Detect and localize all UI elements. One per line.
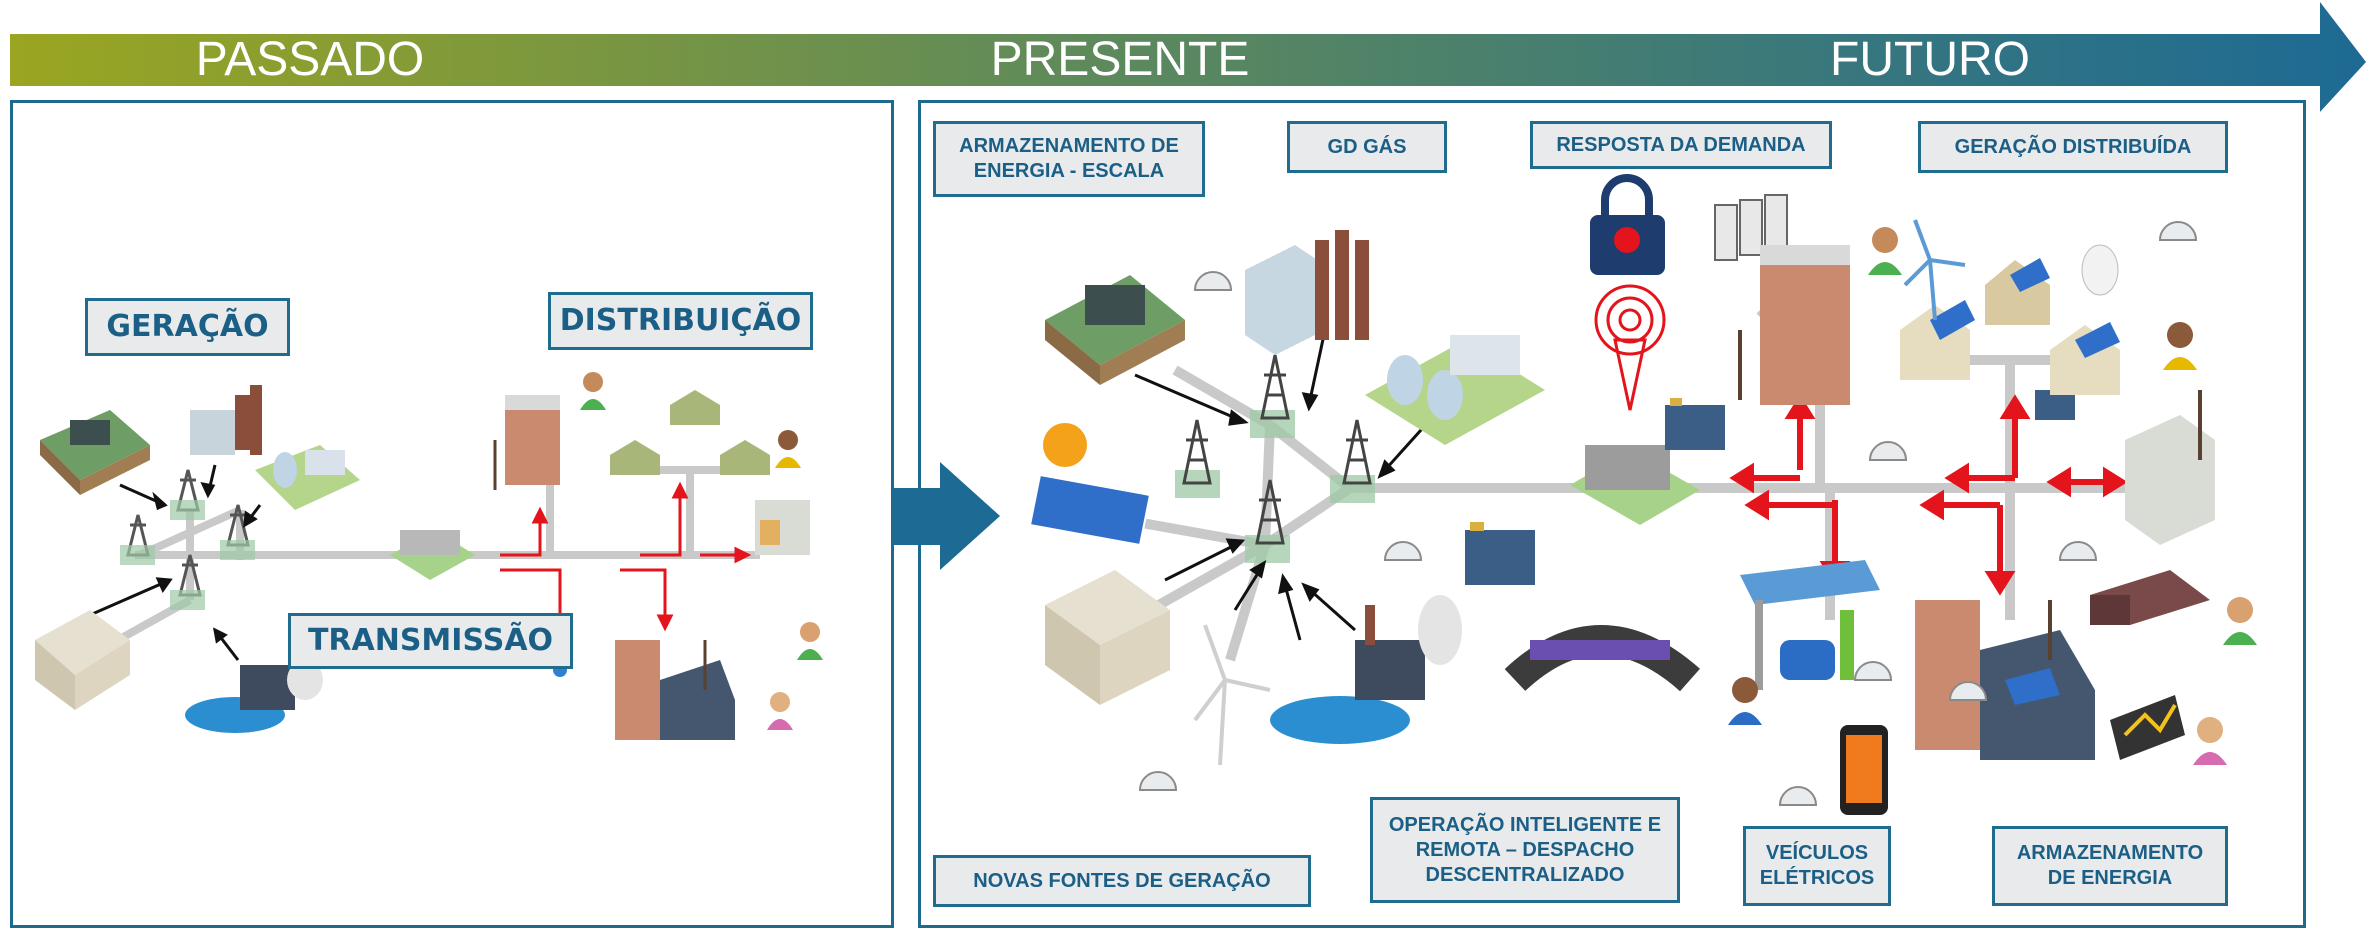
person-icon [1728, 227, 2257, 765]
distributed-generation-label: GERAÇÃO DISTRIBUÍDA [1918, 121, 2228, 173]
smart-operation-label: OPERAÇÃO INTELIGENTE E REMOTA – DESPACHO… [1370, 797, 1680, 903]
solar-panel-icon [1028, 473, 1152, 547]
storage-scale-label: ARMAZENAMENTO DE ENERGIA - ESCALA [933, 121, 1205, 197]
building-icon [615, 640, 735, 740]
lamp-icon [2081, 244, 2119, 296]
person-icon [553, 372, 823, 730]
building-icon [493, 395, 560, 490]
factory-icon [35, 610, 130, 710]
hydro-plant-icon [1270, 595, 1462, 744]
battery-icon [2090, 570, 2210, 625]
house-icon [610, 390, 770, 475]
cooling-plant-icon [255, 445, 360, 510]
sun-icon [1043, 423, 1087, 467]
radio-tower-icon [1594, 284, 1666, 411]
smartphone-icon [1840, 725, 1888, 815]
control-room-icon [1504, 625, 1700, 692]
substation-icon [390, 530, 475, 580]
era-past-label: PASSADO [195, 33, 425, 86]
factory-icon [1045, 570, 1170, 705]
past-panel [10, 100, 894, 928]
smart-meter-icon [2110, 695, 2185, 760]
charging-station-icon [1740, 560, 1880, 690]
timeline-arrow [10, 2, 2366, 112]
factory-icon [1245, 230, 1369, 355]
factory-icon [190, 385, 262, 455]
distribution-label: DISTRIBUIÇÃO [548, 292, 813, 350]
sensor-icon [1138, 221, 2198, 806]
electric-vehicles-label: VEÍCULOS ELÉTRICOS [1743, 826, 1891, 906]
cooling-plant-icon [1365, 335, 1545, 445]
house-icon [1900, 258, 2120, 395]
battery-icon [1465, 390, 2075, 585]
wind-turbine-icon [1193, 624, 1271, 766]
generation-label: GERAÇÃO [85, 298, 290, 356]
building-icon [755, 500, 810, 555]
smart-meter-icon [1714, 194, 1788, 261]
energy-storage-label: ARMAZENAMENTO DE ENERGIA [1992, 826, 2228, 906]
substation-icon [1570, 445, 1700, 525]
wind-turbine-icon [1903, 219, 1966, 321]
transmission-label: TRANSMISSÃO [288, 613, 573, 669]
era-future-label: FUTURO [1830, 33, 2030, 86]
hydro-plant-icon [185, 660, 323, 733]
building-icon [2125, 390, 2215, 545]
era-present-label: PRESENTE [990, 33, 1250, 86]
new-sources-label: NOVAS FONTES DE GERAÇÃO [933, 855, 1311, 907]
lock-icon [1590, 174, 1665, 275]
gd-gas-label: GD GÁS [1287, 121, 1447, 173]
building-icon [1915, 600, 2095, 760]
power-plant-icon [40, 410, 150, 495]
power-plant-icon [1045, 275, 1185, 385]
building-icon [1738, 245, 1850, 405]
demand-response-label: RESPOSTA DA DEMANDA [1530, 121, 1832, 169]
transmission-tower-icon [1182, 354, 1372, 545]
